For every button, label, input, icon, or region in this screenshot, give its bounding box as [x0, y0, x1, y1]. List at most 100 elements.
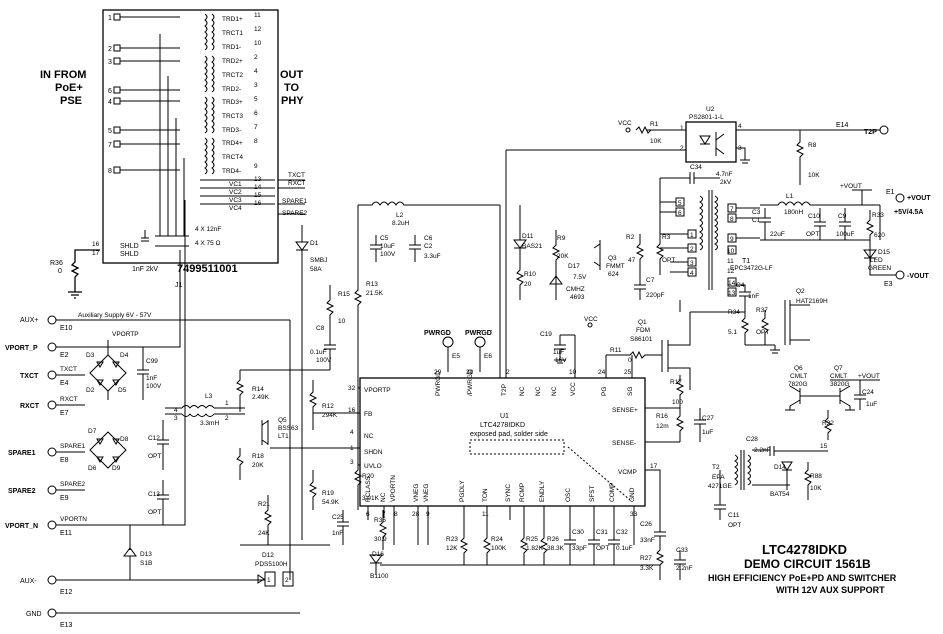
net-txct-tag: TXCT [60, 366, 77, 373]
q5-suffix: LT1 [278, 433, 289, 440]
u1-pin-fb: FB [364, 411, 372, 418]
u1-pin-comp: COMP [609, 483, 616, 503]
output-label-2: TO [284, 82, 300, 94]
r37-ref: R37 [756, 307, 768, 314]
c6-ref: C6 [424, 235, 433, 242]
c30-ref: C30 [572, 529, 584, 536]
c33-ref: C33 [676, 547, 688, 554]
r14-ref: R14 [252, 386, 264, 393]
u2-part: PS2801-1-L [689, 114, 724, 121]
d15-line2: LED [870, 257, 883, 264]
c99-ref: C99 [146, 358, 158, 365]
u1-exposed-pad [469, 439, 565, 455]
bridge-rectifier-1: D3 D4 D2 D5 [86, 340, 129, 400]
u1-pin-nc3: NC [551, 386, 558, 396]
e6-label: E6 [484, 353, 492, 360]
l3-pin-1: 1 [225, 400, 229, 407]
u1-pin-endly: ENDLY [539, 480, 546, 502]
l1-ref: L1 [786, 193, 794, 200]
u1-pin-11: 11 [482, 511, 489, 518]
r13-value: 21.5K [366, 290, 384, 297]
d1-ref: D1 [310, 240, 319, 247]
r19-ref: R19 [322, 490, 334, 497]
u1-pad-note: exposed pad, solder side [470, 431, 548, 438]
c24-value: 1uF [866, 401, 877, 408]
terminal-vport-p: VPORT_P [5, 345, 38, 352]
j1-coils [204, 13, 215, 175]
vout-plus-1: +VOUT [840, 183, 862, 190]
d15-ref: D15 [878, 249, 890, 256]
gnd-label: GND [26, 611, 42, 618]
l2-value: 8.2uH [392, 220, 410, 227]
q1-part: FDM [636, 327, 650, 334]
u1-pin-pg: PG [601, 387, 608, 396]
output-label-3: PHY [281, 95, 304, 107]
e3-label: E3 [884, 281, 893, 288]
poe-terminals: VPORT_P E2 TXCT E4 RXCT E7 SPARE1 E8 SPA… [5, 200, 186, 537]
u1-pin-sfst: SFST [589, 485, 596, 502]
u1-part: LTC4278IDKD [480, 422, 525, 429]
r88-ref: R88 [810, 473, 822, 480]
e10-label: E10 [60, 325, 73, 332]
d13-ref: D13 [140, 551, 152, 558]
r22-ref: R22 [822, 420, 834, 427]
u1-pin-ton: TON [482, 488, 489, 502]
r33-ref: R33 [872, 212, 884, 219]
net-spare1-tag: SPARE1 [60, 443, 86, 450]
e1-label: E1 [886, 189, 895, 196]
vc-pin-16: 16 [254, 200, 262, 207]
d14-ref: D14 [774, 464, 786, 471]
r21-value: 24K [258, 530, 270, 537]
c5-voltage: 100V [380, 251, 396, 258]
c3-ref: C3 [752, 209, 761, 216]
u1-pin-nc4: NC [364, 433, 374, 440]
vout-rating: +5V/4.5A [894, 209, 923, 216]
j1-outline [102, 9, 279, 264]
t1-pin-6: 6 [678, 210, 682, 217]
t1-pin-7: 7 [730, 206, 734, 213]
r88-value: 10K [810, 485, 822, 492]
t1-pin-1: 1 [690, 232, 694, 239]
d12-pin-1: 1 [267, 577, 271, 584]
terminal-e9: E9 [60, 495, 69, 502]
u1-pin-osc: OSC [565, 488, 572, 502]
winding-trd2n: TRD2- [222, 86, 241, 93]
vc1-label: VC1 [229, 181, 242, 188]
r15-ref: R15 [338, 291, 350, 298]
q6-suffix: 7820G [788, 381, 808, 388]
r10-ref: R10 [524, 271, 536, 278]
t2-ref: T2 [712, 464, 720, 471]
d15-line3: GREEN [868, 265, 891, 272]
j1-rpin-8: 8 [254, 138, 258, 145]
winding-trd4n: TRD4- [222, 168, 241, 175]
terminal-e8: E8 [60, 457, 69, 464]
r36-value: 0 [58, 268, 62, 275]
d16-ref: D16 [372, 551, 384, 558]
aux-supply-label: Auxiliary Supply 6V - 57V [78, 312, 152, 319]
u2-optocoupler: U2 PS2801-1-L 1 2 3 4 [506, 106, 880, 164]
e13-label: E13 [60, 622, 73, 629]
vcc-label: VCC [584, 316, 598, 323]
terminal-e11: E11 [60, 530, 72, 537]
d2-label: D2 [86, 387, 95, 394]
c8-voltage: 100V [316, 357, 332, 364]
aux-terminals: AUX+ E10 Auxiliary Supply 6V - 57V AUX- … [20, 312, 300, 629]
j1-pin-7: 7 [108, 142, 112, 149]
r12-value: 294K [322, 412, 338, 419]
vout-out-label: +VOUT [907, 195, 931, 202]
j1-pin-8: 8 [108, 168, 112, 175]
c26-ref: C26 [640, 521, 652, 528]
j1-rpin-6: 6 [254, 110, 258, 117]
winding-trd1n: TRD1- [222, 44, 241, 51]
t1-pin-4: 4 [690, 270, 694, 277]
terminal-e2: E2 [60, 352, 69, 359]
j1-pin-3: 3 [108, 59, 112, 66]
vout-minus-label: -VOUT [907, 273, 930, 280]
shld-pin-16: 16 [92, 241, 100, 248]
u1-pin-16: 16 [348, 407, 356, 414]
r36-symbol [68, 249, 100, 299]
d17-ref: D17 [568, 263, 580, 270]
j1-rpin-10: 10 [254, 40, 262, 47]
e14-label: E14 [836, 122, 849, 129]
d1-symbol [295, 225, 309, 540]
